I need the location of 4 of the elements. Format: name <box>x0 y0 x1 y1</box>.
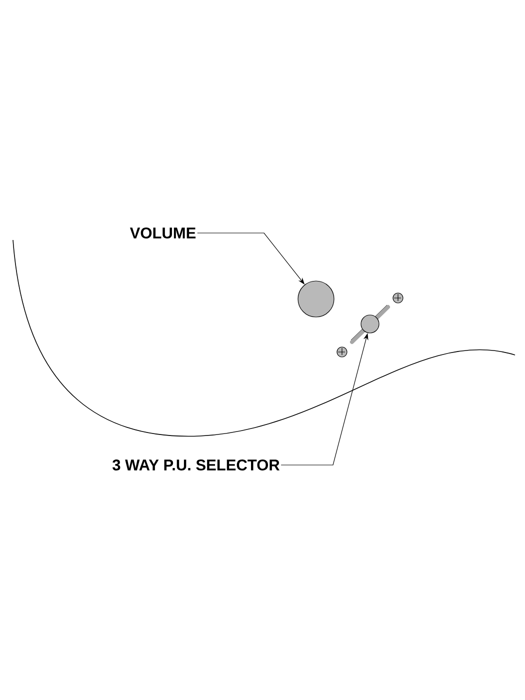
part-label: VOLUME <box>130 228 196 238</box>
volume-knob <box>298 280 334 318</box>
part-label: 3 WAY P.U. SELECTOR <box>112 460 280 470</box>
selector-knob <box>360 314 380 334</box>
